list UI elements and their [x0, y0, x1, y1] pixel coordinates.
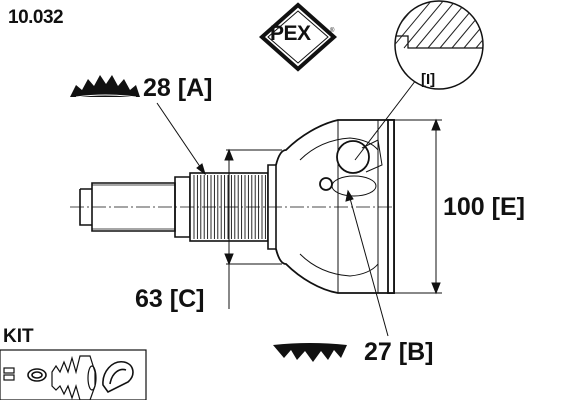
detail-view-i: [394, 0, 552, 90]
boot-icon: [51, 355, 97, 400]
detail-label: [I]: [421, 71, 436, 88]
brand-registered-mark: ®: [330, 28, 335, 34]
clamp-icon: [27, 368, 47, 382]
dimension-lines: [156, 79, 442, 337]
dimension-label-e: 100 [E]: [443, 193, 525, 221]
hatch-line: [512, 0, 552, 48]
hatch-line: [403, 1, 445, 49]
dimension-label-a: 28 [A]: [143, 74, 213, 102]
hatch-line: [451, 1, 483, 49]
kit-label: KIT: [3, 326, 34, 347]
kit-box: [0, 349, 147, 400]
brand-logo: [258, 2, 338, 72]
hatch-line: [427, 1, 469, 49]
dimension-label-b: 27 [B]: [364, 338, 434, 366]
dimension-label-c: 63 [C]: [135, 285, 205, 313]
ring-icon: [3, 367, 15, 381]
spline-teeth-icon-b: [273, 343, 347, 362]
hatch-line: [500, 0, 540, 48]
clip-icon: [102, 361, 134, 394]
bell-housing: [275, 119, 395, 294]
hatch-line: [463, 1, 483, 49]
hatch-line: [475, 1, 483, 49]
part-number: 10.032: [8, 7, 64, 28]
spline-teeth-icon-a: [70, 75, 140, 98]
brand-logo-text: PEX: [270, 22, 311, 45]
hatch-line: [415, 1, 457, 49]
hatch-line: [488, 0, 528, 48]
hatch-line: [395, 1, 433, 49]
